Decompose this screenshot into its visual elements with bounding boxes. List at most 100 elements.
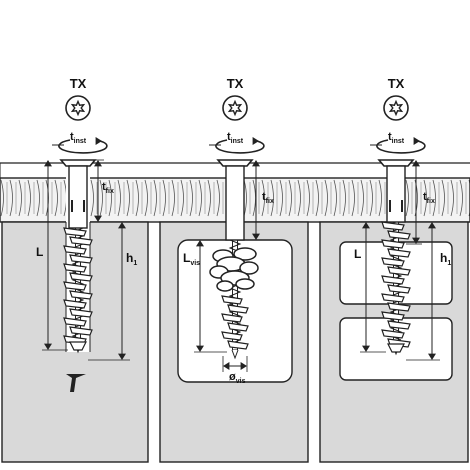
dim-L-1-arrow-bottom xyxy=(44,343,52,350)
screw-2-tip xyxy=(231,349,239,360)
dowel-1-wedge xyxy=(69,326,93,336)
dowel-2-wedge xyxy=(221,331,243,341)
dowel-3-wedge xyxy=(381,239,405,249)
dim-L-1-arrow-top xyxy=(44,160,52,167)
dowel-3-wedge xyxy=(387,284,411,294)
dowel-2-coil xyxy=(239,261,259,275)
dim-tfix-3-arrow-bottom xyxy=(412,237,420,244)
depth-label-3: h1 xyxy=(440,251,451,267)
dim-L-3-arrow-top xyxy=(362,222,370,229)
torx-icon-3 xyxy=(383,95,409,121)
torx-icon-1-star xyxy=(70,99,86,117)
dowel-3-wedge xyxy=(381,275,405,285)
dim-Lvis-2-arrow-bottom xyxy=(196,345,204,352)
dowel-3 xyxy=(377,159,415,353)
dim-tfix-1-arrow-bottom xyxy=(94,215,102,222)
dim-h1-1-arrow-bottom xyxy=(118,353,126,360)
torx-icon-2-star xyxy=(227,99,243,117)
torque-arrow-3-head xyxy=(413,137,420,145)
torx-icon-3-star xyxy=(388,99,404,117)
dim-tfix-1 xyxy=(94,160,102,222)
dim-diameter-arrow-left xyxy=(223,362,230,370)
torque-arrow-1 xyxy=(52,137,108,154)
dowel-2-wedge xyxy=(227,322,249,332)
fixture-label-2: tfix xyxy=(262,191,274,205)
torx-icon-2 xyxy=(222,95,248,121)
dowel-1-collar xyxy=(59,159,97,167)
panel-solid-base xyxy=(42,95,130,392)
dowel-1-sleeve xyxy=(68,165,88,229)
dim-h1-3 xyxy=(428,222,436,360)
dowel-1-wedge xyxy=(69,308,93,318)
dowel-3-wedge xyxy=(381,221,405,231)
diameter-label-2: øvis xyxy=(229,371,246,385)
dowel-3-wedge xyxy=(387,266,411,276)
dowel-2-wedge xyxy=(221,295,243,305)
torque-arrow-1-arc xyxy=(58,139,108,154)
panel-perforated-base xyxy=(360,95,440,361)
dim-diameter-2 xyxy=(222,356,248,372)
dowel-1-wedge xyxy=(63,299,87,309)
drive-label-2: TX xyxy=(227,76,244,91)
torx-icon-1 xyxy=(65,95,91,121)
dim-h1-1 xyxy=(118,222,126,360)
dim-tfix-2 xyxy=(252,160,260,240)
torque-arrow-2-head xyxy=(252,137,259,145)
dim-diameter-arrow-right xyxy=(240,362,247,370)
dowel-3-expansion-zone xyxy=(381,221,411,348)
dim-tfix-3-arrow-top xyxy=(412,160,420,167)
dowel-3-wedge xyxy=(387,248,411,258)
labels: TX tinst tfix L h1 TX tinst tfix Lvis øv… xyxy=(36,76,451,385)
dowel-3-wedge xyxy=(387,230,411,240)
torque-arrow-2 xyxy=(209,137,265,154)
torque-arrow-3-arc xyxy=(376,139,426,154)
dowel-1-wedge xyxy=(63,263,87,273)
dowel-1-wedge xyxy=(63,317,87,327)
dim-h1-1-arrow-top xyxy=(118,222,126,229)
torque-arrow-1-head xyxy=(95,137,102,145)
dim-L-1 xyxy=(44,160,52,350)
dowel-1-wedge xyxy=(69,290,93,300)
dowel-3-wedge xyxy=(381,293,405,303)
length-label-2: Lvis xyxy=(183,251,200,267)
dowel-3-wedge xyxy=(381,311,405,321)
dowel-1-end xyxy=(69,341,87,351)
dowel-1-wedge xyxy=(63,281,87,291)
torque-arrow-3 xyxy=(370,137,426,154)
dim-tfix-3 xyxy=(412,160,420,244)
dowel-2-wedge xyxy=(227,304,249,314)
drive-label-3: TX xyxy=(388,76,405,91)
torque-arrow-2-arc xyxy=(215,139,265,154)
dowel-1-expansion-zone xyxy=(63,227,93,345)
torque-label-3: tinst xyxy=(388,131,405,145)
fixture-label-1: tfix xyxy=(102,181,114,195)
dowel-2-sleeve xyxy=(225,165,245,241)
dowel-2-coil xyxy=(235,278,255,290)
dim-L-3 xyxy=(362,222,370,352)
dowel-2-wedge xyxy=(227,340,249,350)
dowel-1-wedge xyxy=(69,272,93,282)
dowel-3-wedge xyxy=(387,320,411,330)
fixture-label-3: tfix xyxy=(423,191,435,205)
dowel-2-collar xyxy=(216,159,254,167)
dowel-3-end xyxy=(387,343,405,353)
panel-hollow-base xyxy=(194,95,265,372)
dim-tfix-2-arrow-bottom xyxy=(252,233,260,240)
drill-tip-icon-1 xyxy=(66,374,86,392)
torque-label-2: tinst xyxy=(227,131,244,145)
dowel-1-wedge xyxy=(63,227,87,237)
dowel-3-wedge xyxy=(387,302,411,312)
dowel-1-wedge xyxy=(69,236,93,246)
dowel-3-wedge xyxy=(381,329,405,339)
dim-h1-3-arrow-bottom xyxy=(428,353,436,360)
dowel-3-sleeve xyxy=(386,165,406,223)
dowel-1-wedge xyxy=(63,245,87,255)
dowel-2-coil xyxy=(216,280,234,292)
dim-Lvis-2 xyxy=(196,240,204,352)
dowel-1 xyxy=(59,159,97,351)
dowel-2-wedge xyxy=(221,313,243,323)
drive-label-1: TX xyxy=(70,76,87,91)
dim-L-3-arrow-bottom xyxy=(362,345,370,352)
